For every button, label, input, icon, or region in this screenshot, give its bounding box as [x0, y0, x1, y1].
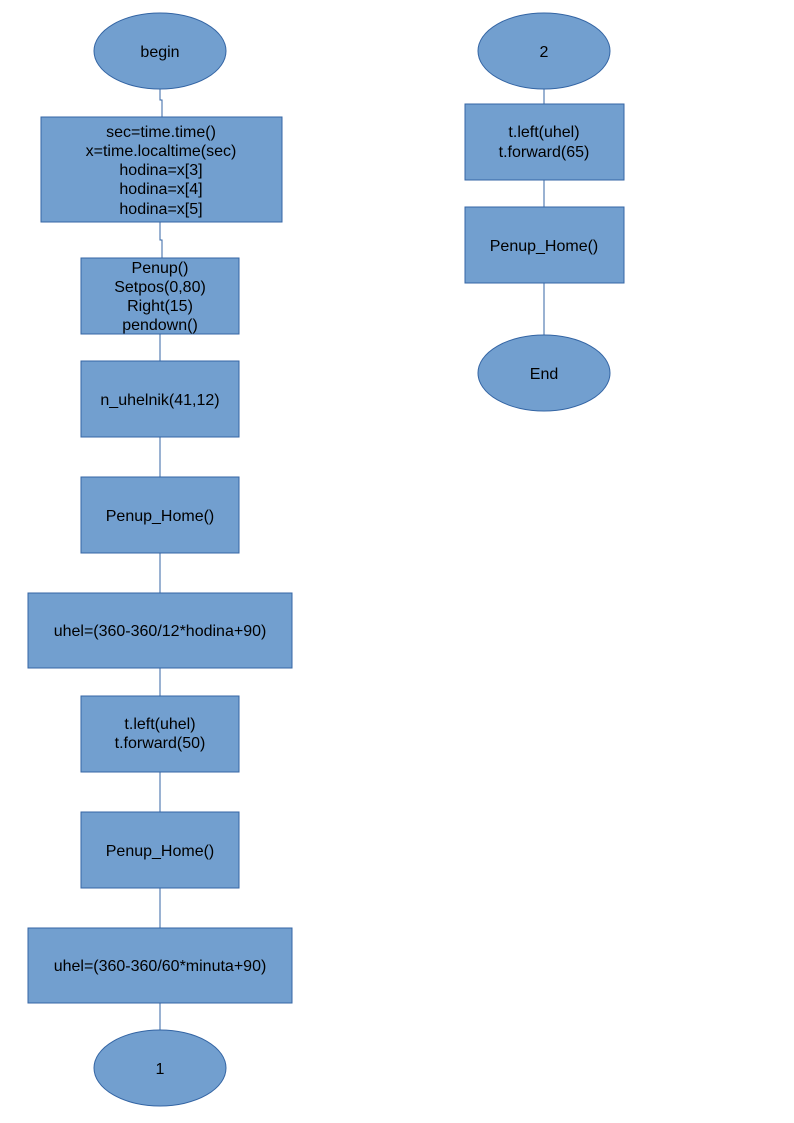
polygon-box: [80, 360, 240, 438]
polygon-label: n_uhelnik(41,12): [100, 392, 219, 409]
angle-hour-label: uhel=(360-360/12*hodina+90): [54, 623, 267, 640]
home1-process: Penup_Home(): [80, 476, 240, 554]
home2-box: [80, 811, 240, 889]
draw-minute-line: t.left(uhel): [508, 124, 579, 141]
setup-box: [80, 257, 240, 335]
home2-label: Penup_Home(): [106, 843, 215, 860]
connector-out-terminator: 1: [93, 1029, 227, 1107]
setup-line: Setpos(0,80): [114, 279, 206, 296]
angle-minute-label: uhel=(360-360/60*minuta+90): [54, 958, 267, 975]
draw-minute-line: t.forward(65): [499, 144, 590, 161]
angle-hour-process: uhel=(360-360/12*hodina+90): [27, 592, 293, 669]
draw-hour-process: t.left(uhel) t.forward(50): [80, 695, 240, 773]
polygon-process: n_uhelnik(41,12): [80, 360, 240, 438]
init-process: sec=time.time() x=time.localtime(sec) ho…: [40, 116, 283, 223]
end-label: End: [530, 366, 558, 383]
init-line: hodina=x[4]: [119, 181, 202, 198]
home1-box: [80, 476, 240, 554]
draw-hour-line: t.forward(50): [115, 735, 206, 752]
connector-out-label: 1: [156, 1061, 165, 1078]
connector-in-oval: [477, 12, 611, 90]
setup-line: Penup(): [132, 260, 189, 277]
home3-label: Penup_Home(): [490, 238, 599, 255]
begin-terminator: begin: [93, 12, 227, 90]
draw-hour-line: t.left(uhel): [124, 716, 195, 733]
init-line: hodina=x[5]: [119, 201, 202, 218]
init-line: hodina=x[3]: [119, 162, 202, 179]
setup-line: Right(15): [127, 298, 193, 315]
setup-process: Penup() Setpos(0,80) Right(15) pendown(): [80, 257, 240, 335]
init-line: sec=time.time(): [106, 124, 216, 141]
connector-in-label: 2: [540, 44, 549, 61]
angle-minute-process: uhel=(360-360/60*minuta+90): [27, 927, 293, 1004]
home3-process: Penup_Home(): [464, 206, 625, 284]
angle-hour-box: [27, 592, 293, 669]
begin-oval: [93, 12, 227, 90]
end-terminator: End: [477, 334, 611, 412]
begin-label: begin: [140, 44, 179, 61]
draw-hour-box: [80, 695, 240, 773]
connector-in-terminator: 2: [477, 12, 611, 90]
connector-init-setup: [159, 222, 163, 258]
init-line: x=time.localtime(sec): [86, 143, 237, 160]
home1-label: Penup_Home(): [106, 508, 215, 525]
init-box: [40, 116, 283, 223]
connector-out-oval: [93, 1029, 227, 1107]
home3-box: [464, 206, 625, 284]
end-oval: [477, 334, 611, 412]
setup-line: pendown(): [122, 317, 198, 334]
angle-minute-box: [27, 927, 293, 1004]
home2-process: Penup_Home(): [80, 811, 240, 889]
connector-begin-init: [159, 89, 163, 117]
draw-minute-process: t.left(uhel) t.forward(65): [464, 103, 625, 181]
connectors-left: [159, 89, 163, 1031]
draw-minute-box: [464, 103, 625, 181]
